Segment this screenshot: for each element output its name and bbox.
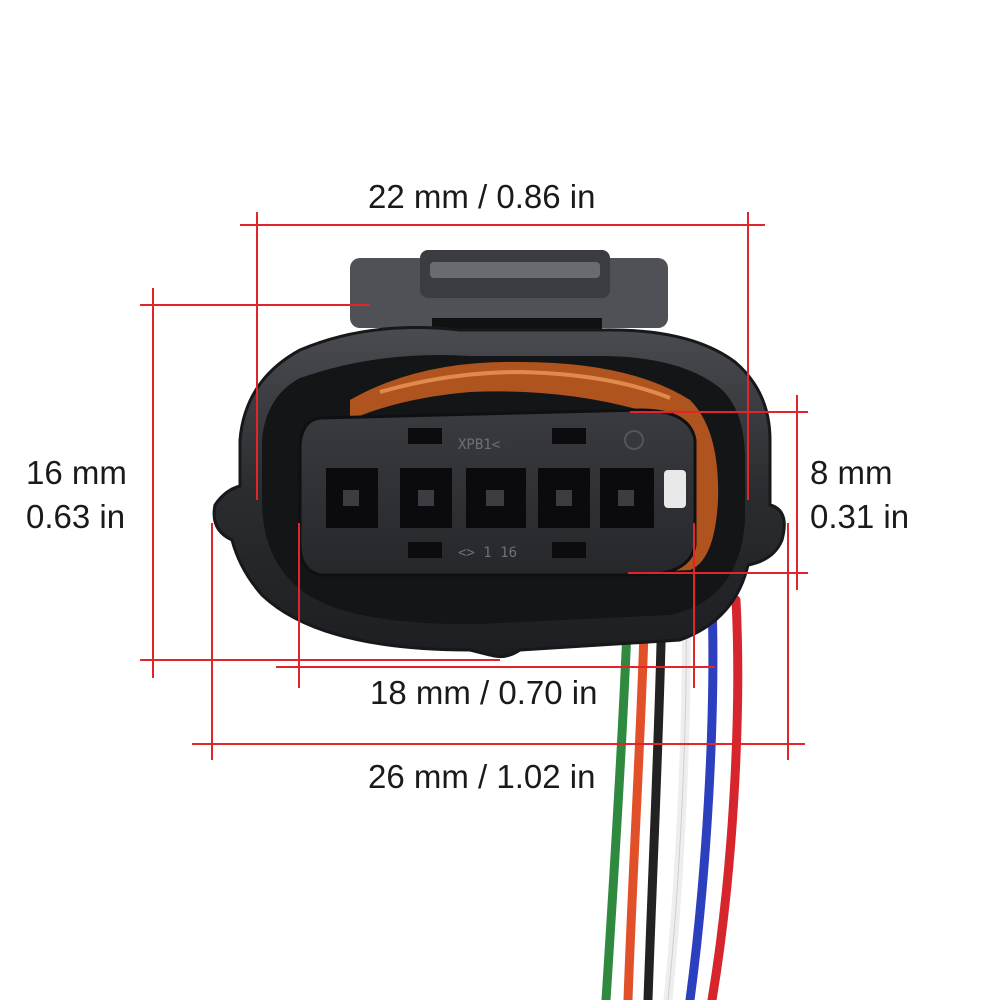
key-slot-top-right (552, 428, 586, 444)
dimension-lines (140, 212, 808, 760)
dim-label-right-height-mm: 8 mm (810, 454, 893, 491)
terminal-pin (343, 490, 359, 506)
key-slot-bottom-right (552, 542, 586, 558)
wire-red (707, 595, 743, 1000)
marking-top: XPB1< (458, 437, 500, 453)
dim-label-right-height: 8 mm 0.31 in (810, 456, 909, 533)
wire-blue (685, 595, 718, 1000)
marking-bottom: <> 1 16 (458, 545, 517, 561)
dim-label-left-height-mm: 16 mm (26, 454, 127, 491)
wire-orange (623, 595, 650, 1000)
dim-label-overall-width: 26 mm / 1.02 in (368, 758, 596, 795)
wire-white-outline (667, 599, 687, 1000)
key-slot-bottom-left (408, 542, 442, 558)
dim-label-left-height-in: 0.63 in (26, 498, 126, 535)
dim-label-inner-width: 18 mm / 0.70 in (370, 674, 598, 711)
terminal-pin (486, 490, 504, 506)
dim-label-left-height: 16 mm 0.63 in (26, 456, 127, 533)
side-tab (664, 470, 686, 508)
seal-highlight (379, 369, 671, 400)
dim-label-right-height-in: 0.31 in (810, 498, 910, 535)
terminal-pin (418, 490, 434, 506)
key-slot-top-left (408, 428, 442, 444)
locator-dot (624, 430, 644, 450)
terminal-pin (556, 490, 572, 506)
terminal-pin (618, 490, 634, 506)
wire-bundle (601, 595, 743, 1000)
wire-green (601, 595, 633, 1000)
wire-white (663, 595, 691, 1000)
terminal-cavities (326, 468, 654, 528)
dim-label-top-width: 22 mm / 0.86 in (368, 178, 596, 215)
wire-black (643, 595, 667, 1000)
